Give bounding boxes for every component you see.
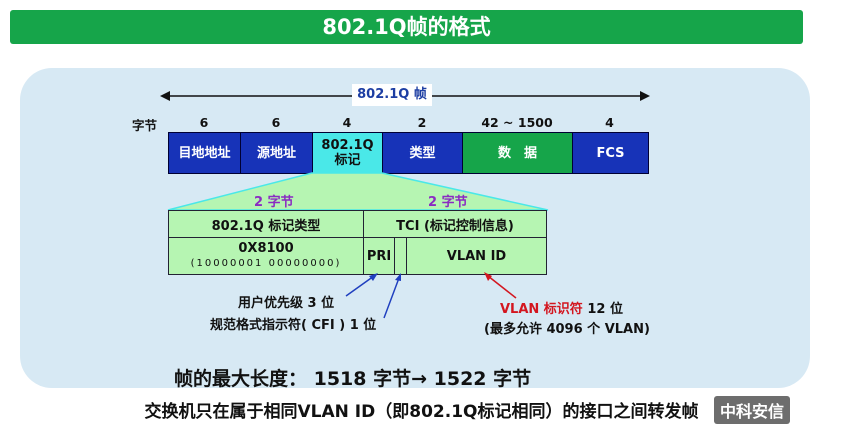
left-bytes-label: 2 字节 (254, 195, 294, 210)
vlan-id-cell: VLAN ID (406, 237, 547, 275)
byte-count-tag: 4 (342, 115, 352, 130)
bottom-statement: 交换机只在属于相同VLAN ID（即802.1Q标记相同）的接口之间转发帧 (144, 402, 699, 422)
field-src-address: 源地址 (241, 133, 313, 173)
byte-count-fcs: 4 (605, 115, 614, 130)
byte-count-data: 42 ~ 1500 (481, 115, 553, 130)
cfi-note: 规范格式指示符( CFI ) 1 位 (210, 318, 377, 333)
field-8021q-tag: 802.1Q 标记 (313, 133, 383, 173)
tci-header: TCI (标记控制信息) (363, 210, 547, 238)
page-title: 802.1Q帧的格式 (10, 10, 803, 44)
right-bytes-label: 2 字节 (428, 195, 468, 210)
tag-type-header: 802.1Q 标记类型 (168, 210, 364, 238)
tag-value-cell: 0X8100 (10000001 00000000) (168, 237, 364, 275)
pri-cell: PRI (363, 237, 395, 275)
max-length-text: 帧的最大长度： 1518 字节→ 1522 字节 (174, 368, 532, 390)
vlan-note: VLAN 标识符 12 位 (500, 298, 623, 317)
vlan-max-note: (最多允许 4096 个 VLAN) (484, 322, 650, 337)
byte-count-type: 2 (417, 115, 427, 130)
pointer-arrows (345, 272, 517, 319)
vlan-note-bits: 12 位 (582, 302, 623, 317)
field-type: 类型 (383, 133, 463, 173)
field-data: 数 据 (463, 133, 573, 173)
field-dst-address: 目地地址 (169, 133, 241, 173)
field-fcs: FCS (573, 133, 648, 173)
tag-value: 0X8100 (238, 241, 294, 256)
pri-note: 用户优先级 3 位 (238, 296, 335, 311)
vlan-note-label: VLAN 标识符 (500, 302, 583, 317)
byte-count-dst: 6 (199, 115, 209, 130)
tag-expansion-shape (167, 172, 549, 211)
bytes-label: 字节 (132, 118, 158, 133)
watermark: 中科安信 (714, 396, 791, 424)
tag-binary: (10000001 00000000) (190, 258, 342, 269)
byte-count-src: 6 (271, 115, 281, 130)
frame-label: 802.1Q 帧 (352, 84, 432, 106)
frame-fields: 目地地址 源地址 802.1Q 标记 类型 数 据 FCS (168, 132, 649, 174)
